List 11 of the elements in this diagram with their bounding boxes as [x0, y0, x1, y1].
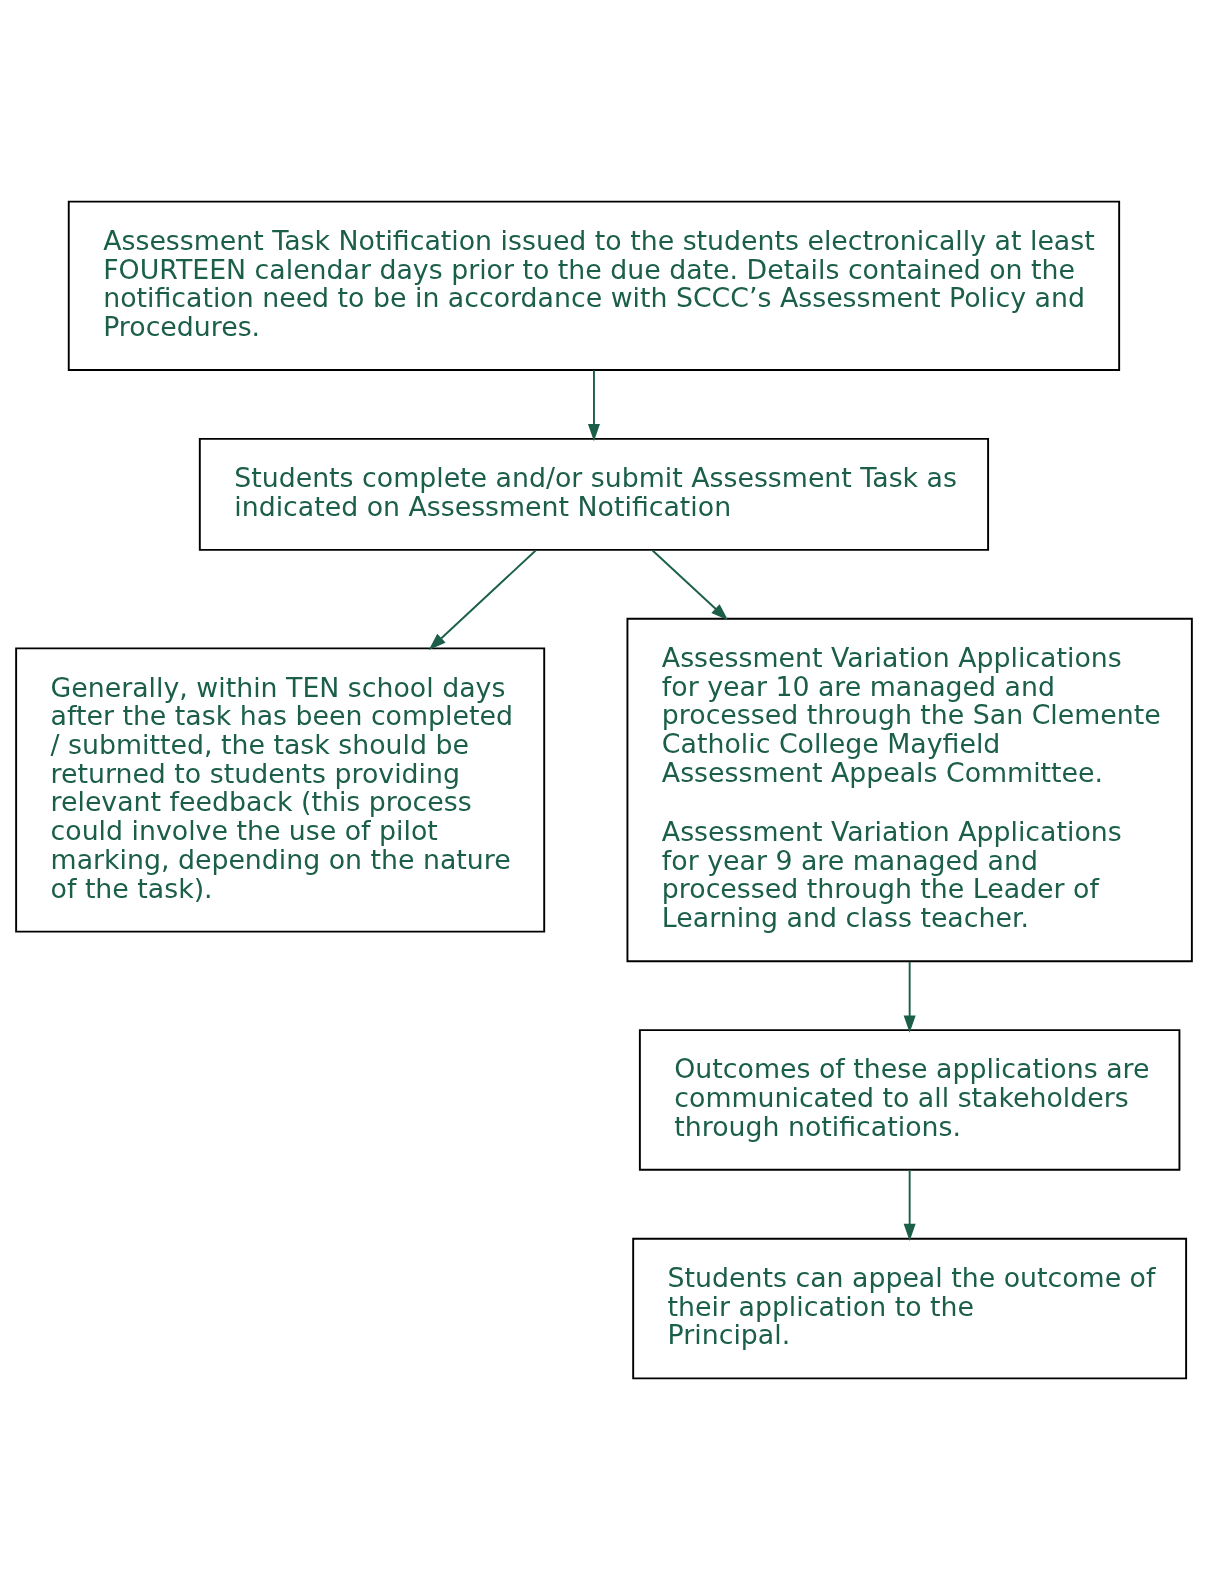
arrow [903, 1169, 916, 1241]
node-box: Generally, within TEN school days after the task has been completed / submitted, the task should be returned to students providing relevant feedback (this process could involve the use of pilot marking, depending on the nature of the task). [15, 647, 546, 933]
arrow [903, 961, 916, 1033]
node-box: Students complete and/or submit Assessment Task as indicated on Assessment Notification [198, 437, 990, 551]
node-box: Students can appeal the outcome of their application to the Principal. [632, 1237, 1188, 1380]
node-box: Assessment Variation Applications for year 10 are managed and processed through the San Clemente Catholic College Mayfield Assessment Appeals Committee. Assessment Variation Applications for year 9 are managed and processed through the Leader of Learning and class teacher. [626, 617, 1193, 963]
node-box: Outcomes of these applications are communicated to all stakeholders through notifications. [638, 1029, 1181, 1171]
arrow [428, 549, 537, 650]
arrow [587, 369, 600, 442]
arrow [651, 549, 729, 621]
node-box: Assessment Task Notification issued to the students electronically at least FOURTEEN calendar days prior to the due date. Details contained on the notification need to be in accordance with SCCC’s Assessment Policy and Procedures. [67, 200, 1121, 371]
